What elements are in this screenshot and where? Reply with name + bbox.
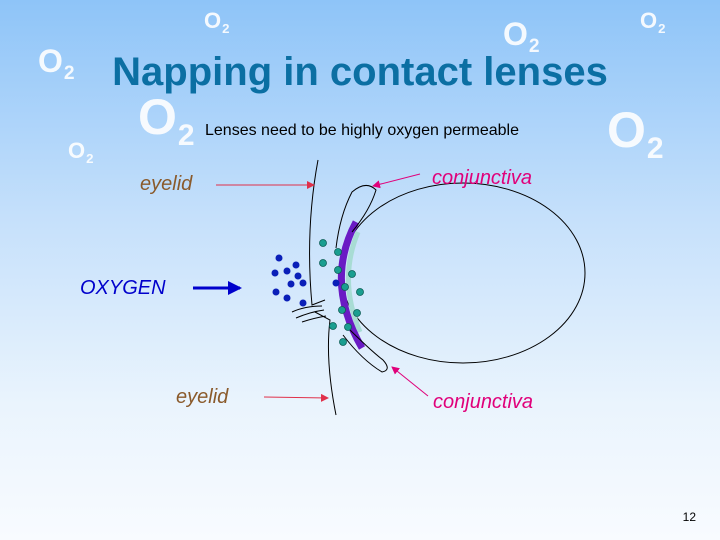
conjunctiva-top-label: conjunctiva xyxy=(432,167,533,189)
eyelash xyxy=(291,305,323,313)
oxygen-molecule xyxy=(299,279,307,287)
oxygen-molecule xyxy=(332,279,340,287)
o2-symbol: O2 xyxy=(68,138,94,166)
oxygen-molecule xyxy=(283,294,291,302)
teal-molecule xyxy=(356,288,364,296)
eyeball-outline xyxy=(340,182,586,364)
teal-molecule xyxy=(334,266,342,274)
eyelid-top-label: eyelid xyxy=(140,173,193,195)
teal-molecule xyxy=(319,239,327,247)
o2-symbol: O2 xyxy=(138,89,195,152)
lower-conjunctiva-fold xyxy=(342,324,388,373)
eyelid-bottom-label: eyelid xyxy=(176,386,229,408)
o2-symbol: O2 xyxy=(38,43,75,84)
teal-molecule xyxy=(319,259,327,267)
oxygen-molecule xyxy=(292,261,300,269)
eyelid-bottom-pointer xyxy=(263,393,329,402)
o2-symbol: O2 xyxy=(640,8,666,36)
upper-eyelid xyxy=(309,159,326,306)
o2-symbol: O2 xyxy=(204,8,230,36)
eyelash xyxy=(301,315,327,323)
teal-molecule xyxy=(353,309,361,317)
teal-molecule xyxy=(338,306,346,314)
oxygen-molecule xyxy=(272,288,280,296)
oxygen-molecule xyxy=(294,272,302,280)
slide-title: Napping in contact lenses xyxy=(112,50,608,94)
oxygen-molecules-outside xyxy=(271,254,340,307)
oxygen-molecule xyxy=(287,280,295,288)
eyelash xyxy=(295,309,325,319)
oxygen-molecule xyxy=(271,269,279,277)
contact-lens xyxy=(337,220,366,350)
oxygen-molecule xyxy=(283,267,291,275)
page-number: 12 xyxy=(682,510,696,524)
upper-conjunctiva-fold xyxy=(335,185,377,249)
conjunctiva-top-pointer xyxy=(372,173,421,189)
lower-eyelid xyxy=(314,311,337,416)
oxygen-molecule xyxy=(299,299,307,307)
teal-molecule xyxy=(339,338,347,346)
conjunctiva-bottom-label: conjunctiva xyxy=(433,391,534,413)
o2-symbol: O2 xyxy=(503,16,540,57)
o2-symbol: O2 xyxy=(607,102,664,165)
slide-subtitle: Lenses need to be highly oxygen permeabl… xyxy=(205,122,519,139)
teal-molecule xyxy=(348,270,356,278)
oxygen-molecules-lens xyxy=(319,239,364,346)
teal-molecule xyxy=(341,283,349,291)
conjunctiva-bottom-pointer xyxy=(391,366,429,397)
tear-film xyxy=(345,231,363,333)
oxygen-molecule xyxy=(275,254,283,262)
oxygen-label: OXYGEN xyxy=(80,277,166,299)
teal-molecule xyxy=(334,248,342,256)
teal-molecule xyxy=(329,322,337,330)
teal-molecule xyxy=(344,323,352,331)
